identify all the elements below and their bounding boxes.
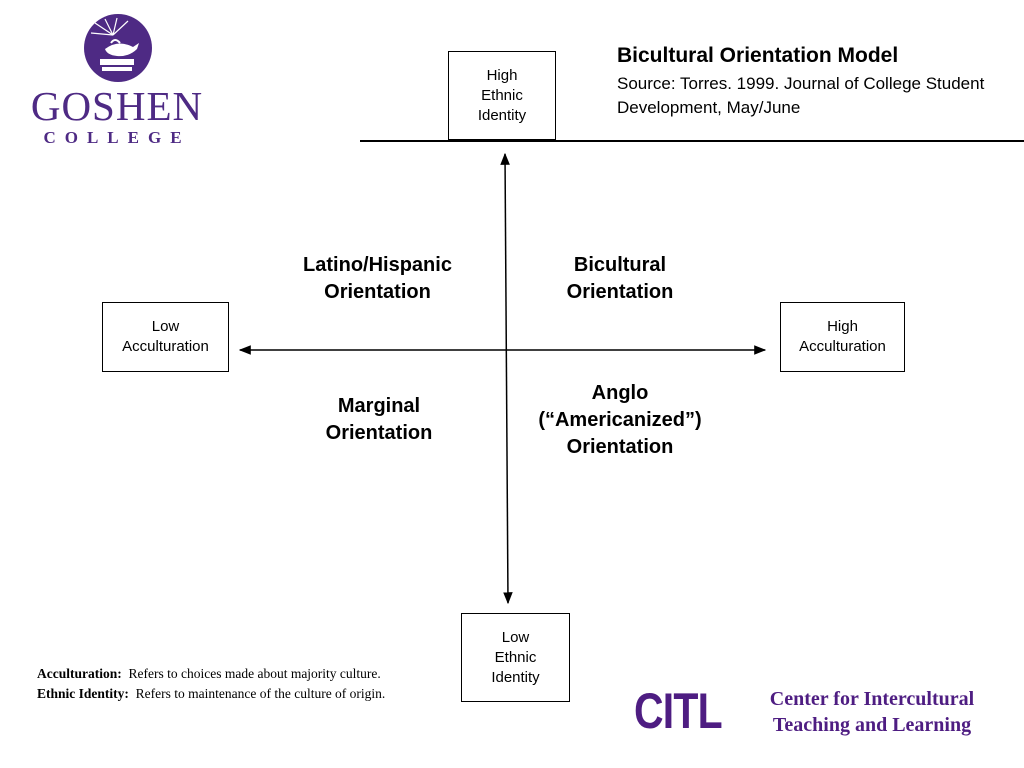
source-citation: Source: Torres. 1999. Journal of College…	[617, 74, 985, 117]
quadrant-bicultural: Bicultural Orientation	[566, 254, 674, 303]
quadrant-anglo: Anglo (“Americanized”) Orientation	[538, 382, 702, 458]
quadrant-marginal: Marginal Orientation	[325, 395, 433, 444]
header-divider	[360, 140, 1024, 142]
vertical-axis-arrow	[500, 152, 513, 605]
definitions: Acculturation: Refers to choices made ab…	[37, 664, 457, 704]
box-low-ethnic-identity: Low Ethnic Identity	[461, 613, 570, 702]
diagram-title: Bicultural Orientation Model	[617, 44, 899, 67]
box-low-acculturation: Low Acculturation	[102, 302, 229, 372]
definition-acculturation: Acculturation: Refers to choices made ab…	[37, 664, 457, 684]
quadrant-latino-hispanic: Latino/Hispanic Orientation	[303, 254, 452, 303]
term-ethnic-identity: Ethnic Identity:	[37, 686, 129, 701]
definition-ethnic-identity: Ethnic Identity: Refers to maintenance o…	[37, 684, 457, 704]
text-ethnic-identity: Refers to maintenance of the culture of …	[135, 686, 386, 701]
logo-subtitle: COLLEGE	[43, 128, 191, 147]
citl-logo: CITL	[634, 683, 723, 739]
box-high-acculturation: High Acculturation	[780, 302, 905, 372]
logo-wordmark: GOSHEN	[30, 83, 204, 129]
box-high-ethnic-identity: High Ethnic Identity	[448, 51, 556, 140]
text-acculturation: Refers to choices made about majority cu…	[128, 666, 381, 681]
term-acculturation: Acculturation:	[37, 666, 122, 681]
goshen-seal-icon	[84, 14, 152, 82]
citl-center-name: Center for Intercultural Teaching and Le…	[769, 688, 975, 736]
